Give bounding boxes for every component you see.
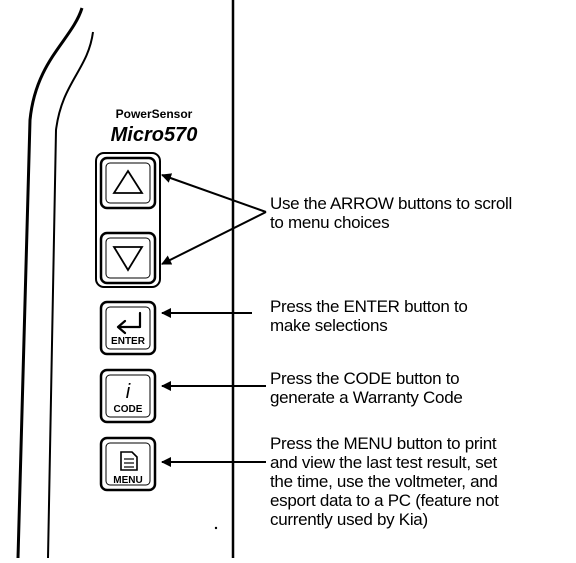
enter-button-label: ENTER: [111, 336, 146, 347]
code-button[interactable]: i CODE: [99, 368, 157, 424]
up-arrow-button[interactable]: [99, 156, 157, 210]
callout-menu-line: Press the MENU button to print: [270, 434, 497, 453]
callout-code-line: generate a Warranty Code: [270, 388, 463, 407]
callout-enter-line: make selections: [270, 316, 388, 335]
callout-menu-line: currently used by Kia): [270, 510, 428, 529]
arrow-button-panel: [95, 152, 161, 288]
callout-menu-line: the time, use the voltmeter, and: [270, 472, 498, 491]
brand-model-label: Micro570: [111, 124, 198, 146]
down-arrow-button[interactable]: [99, 231, 157, 285]
document-icon: [120, 451, 138, 471]
code-button-label: CODE: [114, 404, 143, 415]
leader-down-arrow: [161, 211, 267, 265]
brand-small-label: PowerSensor: [116, 107, 193, 121]
callout-enter: Press the ENTER button to make selection…: [270, 297, 468, 335]
leader-lines: [161, 173, 267, 467]
return-arrow-icon: [116, 311, 142, 335]
callout-code-line: Press the CODE button to: [270, 369, 460, 388]
callout-menu-line: esport data to a PC (feature not: [270, 491, 499, 510]
enter-button[interactable]: ENTER: [99, 300, 157, 356]
callout-enter-line: Press the ENTER button to: [270, 297, 468, 316]
info-icon: i: [126, 381, 131, 403]
callout-arrows-line: Use the ARROW buttons to scroll: [270, 194, 513, 213]
callout-arrows: Use the ARROW buttons to scroll to menu …: [270, 194, 512, 232]
device-body: [16, 0, 235, 559]
leader-up-arrow: [161, 173, 267, 213]
callout-code: Press the CODE button to generate a Warr…: [270, 369, 463, 407]
callout-menu: Press the MENU button to print and view …: [270, 434, 499, 529]
menu-button-label: MENU: [113, 475, 142, 486]
callout-arrows-line: to menu choices: [270, 213, 390, 232]
down-arrow-icon: [112, 246, 144, 272]
callout-menu-line: and view the last test result, set: [270, 453, 497, 472]
speck-mark: [214, 526, 218, 530]
up-arrow-icon: [112, 169, 144, 194]
menu-button[interactable]: MENU: [99, 436, 157, 492]
